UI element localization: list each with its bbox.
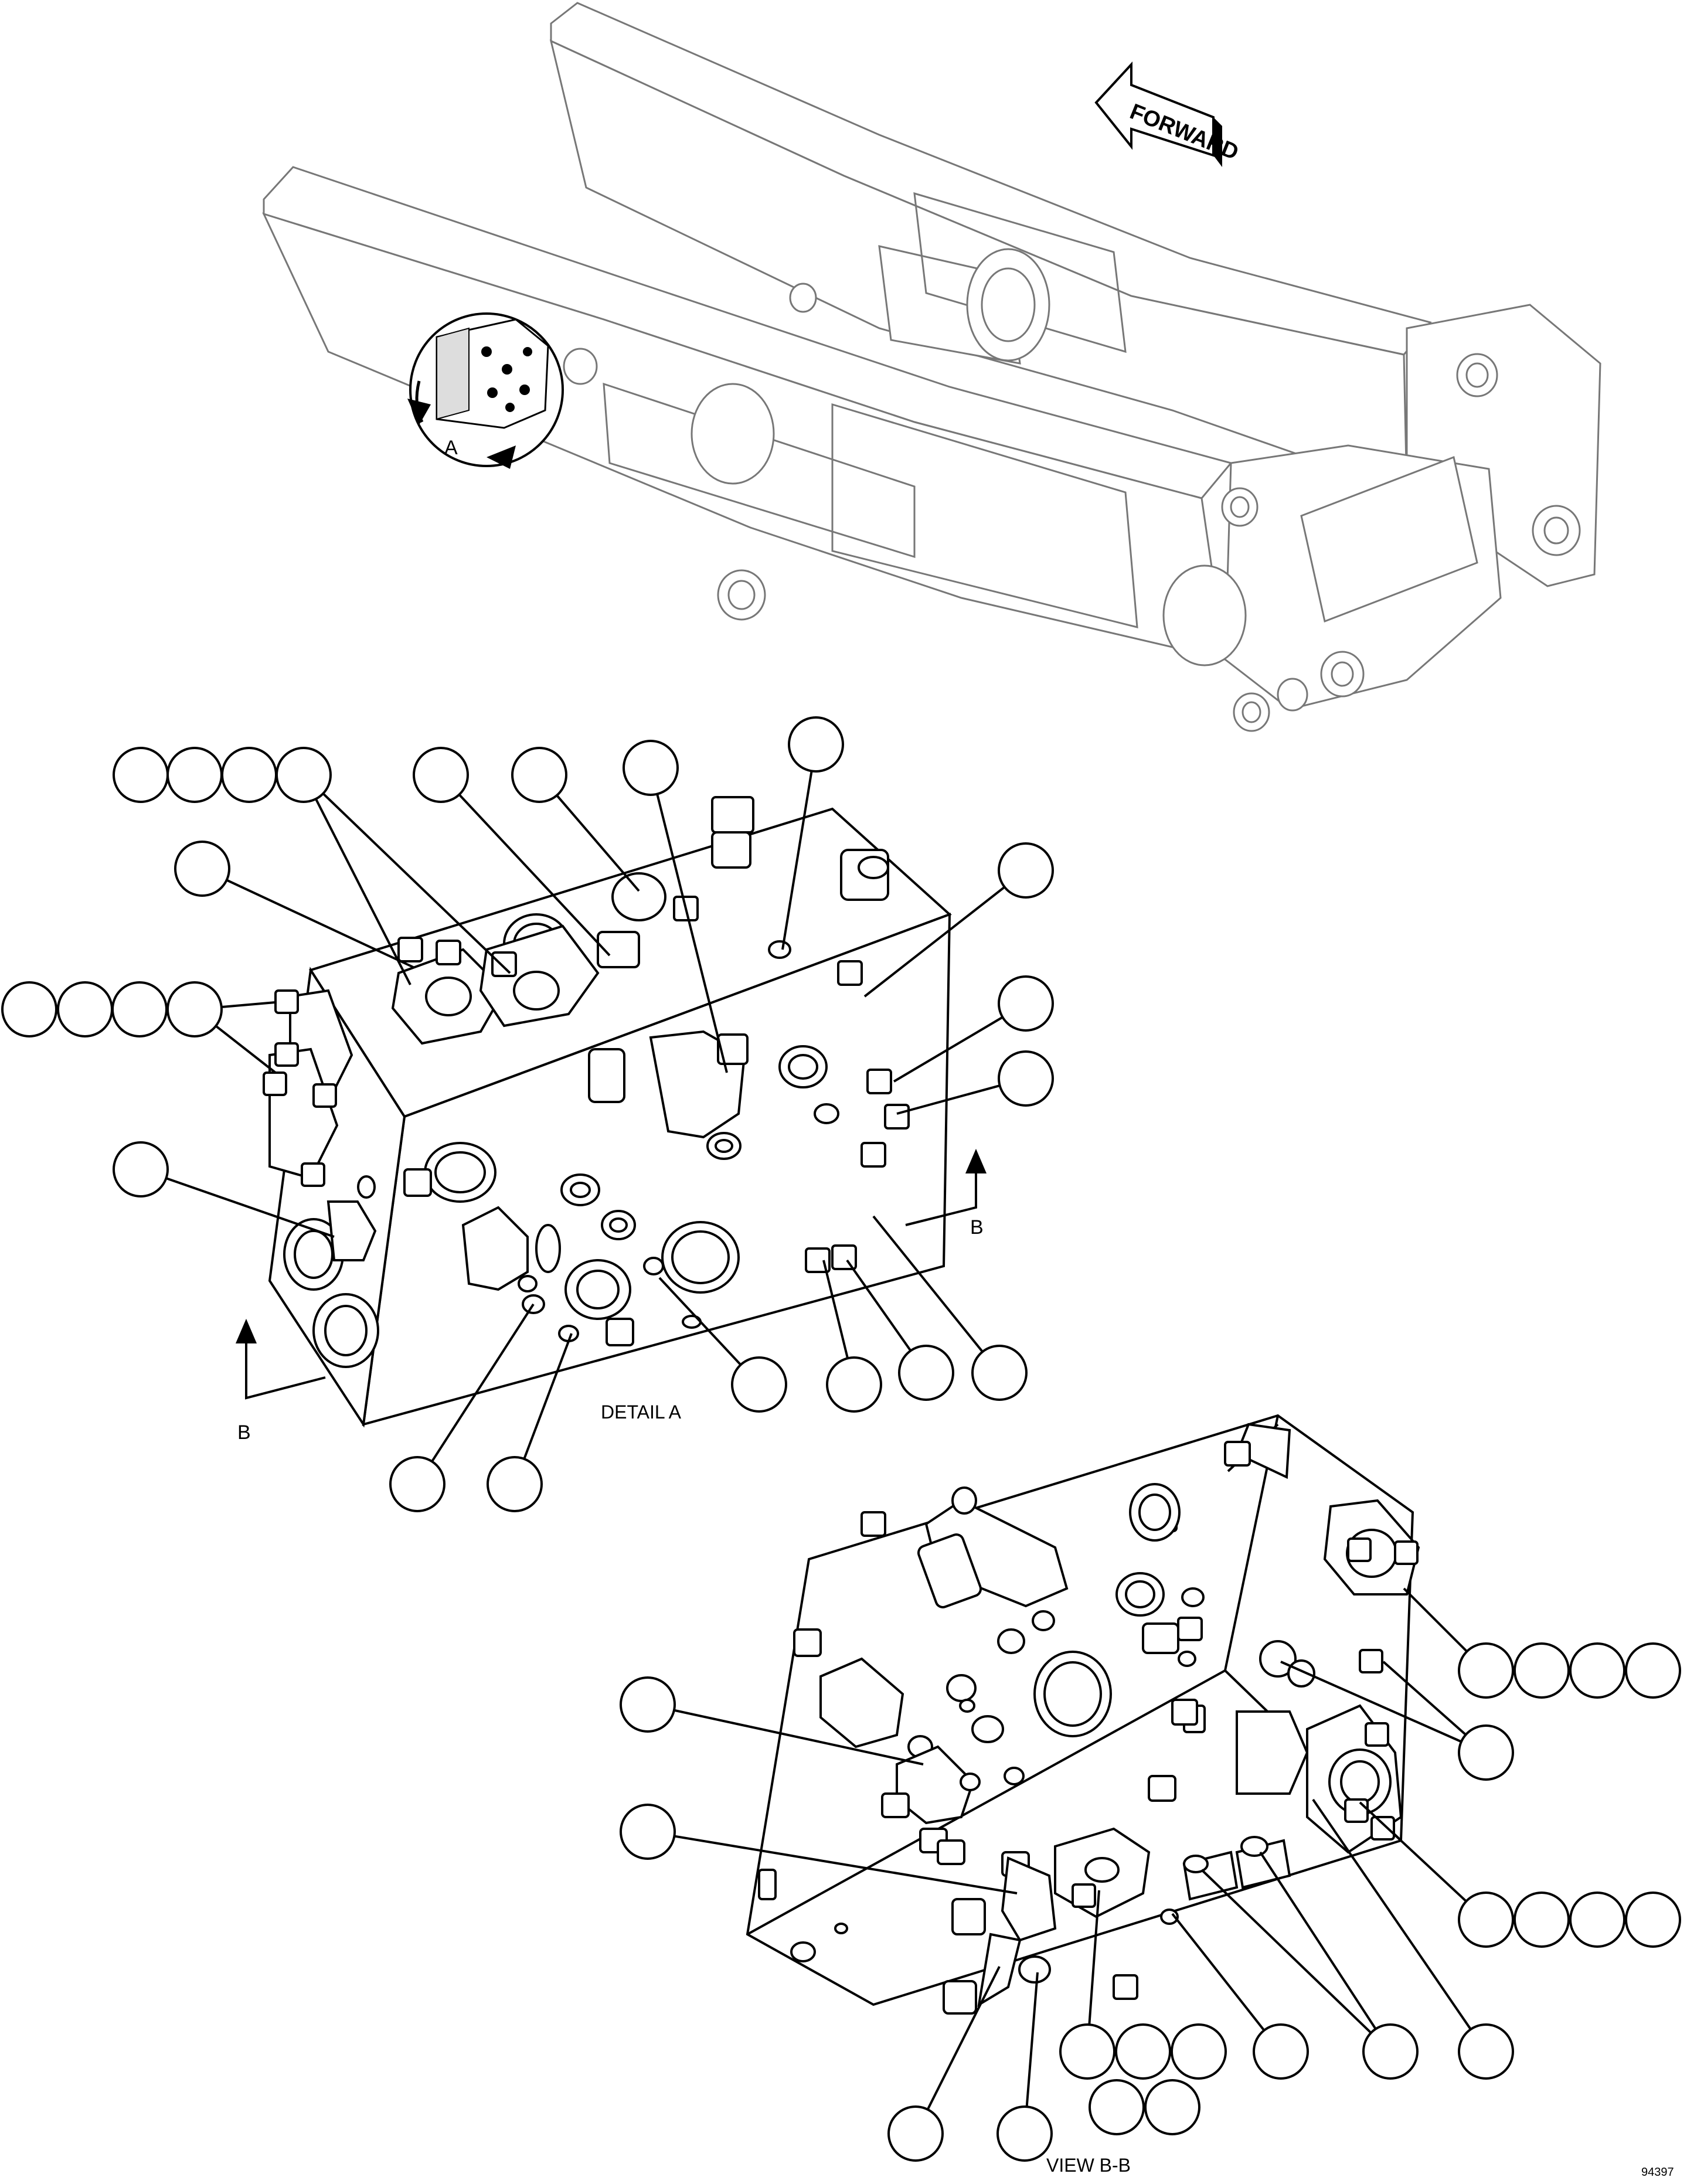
callout-balloon	[276, 747, 332, 803]
callout-balloon	[826, 1356, 882, 1413]
leader-line	[658, 1277, 742, 1366]
leader-line	[781, 771, 813, 950]
leader-line	[926, 1966, 1001, 2110]
callout-balloon	[1625, 1642, 1681, 1699]
leader-line	[523, 1333, 573, 1460]
section-ref-right: B	[970, 1216, 984, 1239]
callout-balloon	[887, 2105, 944, 2162]
callout-balloon	[1253, 2023, 1309, 2080]
callout-balloon	[620, 1804, 676, 1860]
leader-line	[1171, 1913, 1266, 2032]
leader-line	[1312, 1798, 1472, 2030]
leader-line	[226, 879, 414, 968]
callout-balloon	[389, 1456, 445, 1512]
callout-balloon	[1458, 1892, 1514, 1948]
detail-ref-label: A	[444, 437, 458, 459]
section-arrows	[235, 1148, 987, 1400]
callout-balloon	[731, 1356, 787, 1413]
leader-line	[893, 1016, 1004, 1083]
callout-balloon	[113, 1141, 169, 1198]
callout-balloon	[1362, 2023, 1419, 2080]
leader-line	[1200, 1869, 1372, 2034]
callout-balloons	[1, 716, 1681, 2162]
drawing-number: 94397	[1641, 2166, 1674, 2179]
leader-line	[215, 1025, 277, 1074]
leader-line	[863, 886, 1005, 998]
callout-balloon	[1115, 2023, 1171, 2080]
callout-balloon	[898, 1345, 954, 1401]
valve-block-view-bb	[746, 1414, 1420, 2015]
callout-balloon	[1144, 2079, 1200, 2135]
callout-balloon	[788, 716, 844, 773]
leader-line	[322, 792, 511, 974]
leader-line	[1088, 1890, 1100, 2025]
leader-line	[556, 794, 640, 892]
callout-balloon	[1625, 1892, 1681, 1948]
detail-locator: A	[407, 312, 564, 469]
leader-line	[822, 1260, 849, 1359]
leader-line	[1382, 1661, 1467, 1736]
callout-balloon	[166, 981, 223, 1037]
leader-line	[431, 1303, 535, 1462]
callout-balloon	[166, 747, 223, 803]
callout-balloon	[998, 975, 1054, 1032]
section-ref-left: B	[237, 1421, 251, 1444]
leader-line	[896, 1084, 1001, 1115]
callout-balloon	[57, 981, 113, 1037]
callout-balloon	[174, 841, 230, 897]
leader-line	[1025, 1972, 1039, 2107]
callout-balloon	[487, 1456, 543, 1512]
callout-balloon	[623, 740, 679, 796]
leader-line	[1280, 1661, 1462, 1743]
callout-balloon	[996, 2105, 1053, 2162]
leader-line	[1403, 1587, 1468, 1652]
leader-line	[846, 1259, 912, 1352]
leader-line	[165, 1177, 335, 1238]
callout-balloon	[221, 747, 277, 803]
leader-line	[674, 1709, 924, 1765]
callout-balloon	[620, 1676, 676, 1733]
callout-balloon	[1458, 1724, 1514, 1781]
leader-line	[1259, 1851, 1377, 2030]
callout-balloon	[1513, 1642, 1570, 1699]
leader-line	[221, 1001, 276, 1009]
leader-line	[656, 794, 728, 1073]
valve-block-detail-a	[263, 796, 952, 1428]
leader-line	[674, 1835, 1018, 1894]
callout-balloon	[1089, 2079, 1145, 2135]
callout-balloon	[511, 747, 567, 803]
callout-balloon	[413, 747, 469, 803]
callout-balloon	[1458, 1642, 1514, 1699]
leader-line	[458, 794, 611, 957]
detail-title: DETAIL A	[601, 1401, 682, 1423]
forward-arrow: FORWARD	[1094, 61, 1242, 167]
leader-line	[315, 798, 411, 985]
callout-balloon	[1569, 1892, 1625, 1948]
leader-line	[1359, 1801, 1467, 1903]
callout-balloon	[111, 981, 168, 1037]
callout-balloon	[998, 842, 1054, 899]
callout-balloon	[998, 1050, 1054, 1107]
view-title: VIEW B-B	[1046, 2155, 1131, 2176]
callout-balloon	[113, 747, 169, 803]
callout-balloon	[1059, 2023, 1115, 2080]
callout-balloon	[1458, 2023, 1514, 2080]
callout-balloon	[1569, 1642, 1625, 1699]
callout-balloon	[1513, 1892, 1570, 1948]
callout-balloon	[1171, 2023, 1227, 2080]
callout-balloon	[1, 981, 57, 1037]
callout-balloon	[971, 1345, 1028, 1401]
leader-line	[872, 1215, 984, 1353]
